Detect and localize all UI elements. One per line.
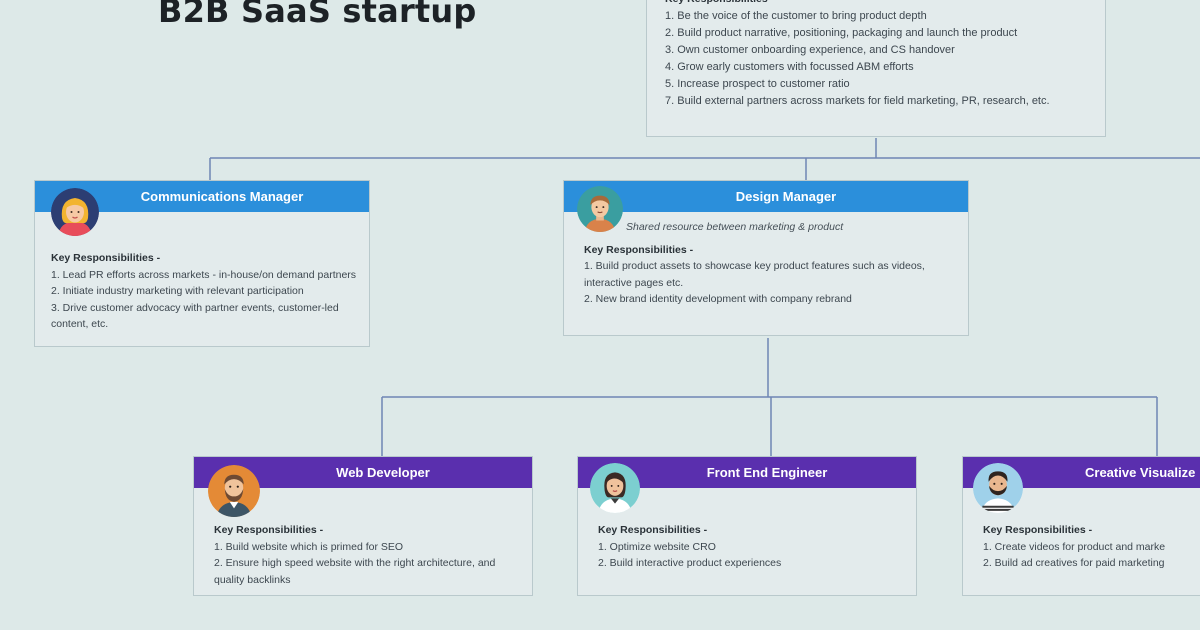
card-title: Design Manager [564, 181, 968, 212]
head-of-marketing-card: Key Responsibilities - 1. Be the voice o… [646, 0, 1106, 137]
responsibility-item: 1. Be the voice of the customer to bring… [665, 10, 927, 22]
responsibility-item: 3. Drive customer advocacy with partner … [51, 301, 339, 331]
responsibility-item: 2. Initiate industry marketing with rele… [51, 285, 304, 297]
responsibilities-heading: Key Responsibilities - [51, 252, 161, 264]
creative-visualizer-card: Creative Visualize Key Responsibilities … [962, 456, 1200, 596]
responsibility-item: 1. Create videos for product and marke [983, 540, 1166, 553]
responsibility-item: 5. Increase prospect to customer ratio [665, 78, 850, 90]
bearded-man-avatar-icon [208, 465, 260, 517]
man-avatar-icon [577, 186, 623, 232]
woman-avatar-icon [590, 463, 640, 513]
responsibilities-heading: Key Responsibilities - [983, 524, 1093, 536]
responsibilities-heading: Key Responsibilities - [584, 243, 694, 256]
responsibility-item: 3. Own customer onboarding experience, a… [665, 44, 955, 56]
responsibility-item: 1. Build product assets to showcase key … [584, 260, 925, 289]
shared-resource-note: Shared resource between marketing & prod… [626, 221, 844, 233]
communications-manager-card: Communications Manager Key Responsibilit… [34, 180, 370, 347]
responsibilities-list: 1. Be the voice of the customer to bring… [665, 8, 1095, 110]
responsibilities-heading: Key Responsibilities - [598, 524, 708, 536]
responsibility-item: 1. Optimize website CRO [598, 540, 716, 553]
page-title: B2B SaaS startup [158, 0, 477, 30]
responsibilities-heading: Key Responsibilities - [665, 0, 1095, 8]
responsibilities-list: 1. Create videos for product and marke 2… [983, 539, 1188, 572]
responsibility-item: 7. Build external partners across market… [665, 95, 1050, 107]
responsibilities-list: 1. Optimize website CRO 2. Build interac… [598, 539, 904, 572]
front-end-engineer-card: Front End Engineer Key Responsibilities … [577, 456, 917, 596]
responsibility-item: 2. New brand identity development with c… [584, 293, 852, 305]
responsibility-item: 2. Build ad creatives for paid marketing [983, 557, 1165, 569]
design-manager-card: Design Manager Shared resource between m… [563, 180, 969, 336]
responsibility-item: 1. Build website which is primed for SEO [214, 540, 404, 553]
responsibilities-list: 1. Lead PR efforts across markets - in-h… [51, 267, 357, 333]
responsibilities-heading: Key Responsibilities - [214, 524, 324, 536]
responsibilities-list: 1. Build product assets to showcase key … [584, 258, 956, 308]
woman-avatar-icon [51, 188, 99, 236]
responsibility-item: 4. Grow early customers with focussed AB… [665, 61, 914, 73]
web-developer-card: Web Developer Key Responsibilities - 1. … [193, 456, 533, 596]
responsibility-item: 2. Build interactive product experiences [598, 557, 782, 569]
man-avatar-icon [973, 463, 1023, 513]
responsibility-item: 1. Lead PR efforts across markets - in-h… [51, 268, 357, 281]
responsibility-item: 2. Ensure high speed website with the ri… [214, 557, 496, 586]
responsibility-item: 2. Build product narrative, positioning,… [665, 27, 1018, 39]
responsibilities-list: 1. Build website which is primed for SEO… [214, 539, 520, 589]
